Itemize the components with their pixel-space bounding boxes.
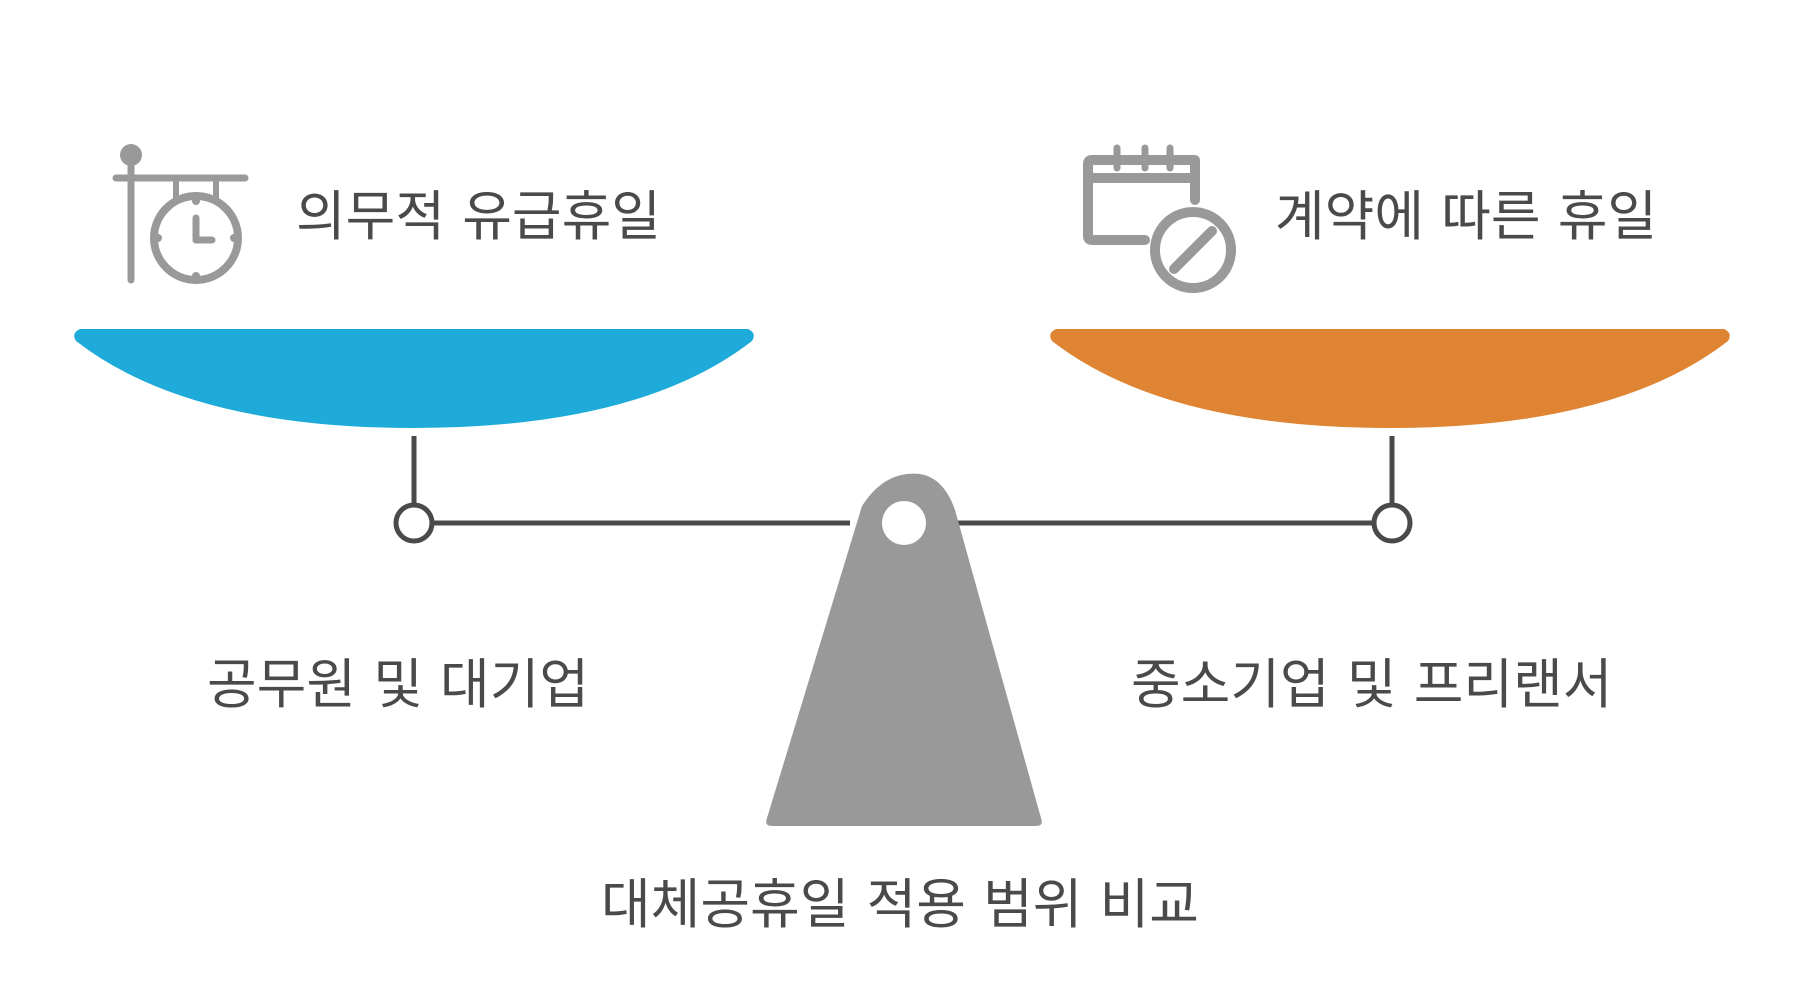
- left-pivot: [393, 502, 435, 544]
- right-pivot: [1371, 502, 1413, 544]
- clock-signpost-icon: [112, 144, 249, 284]
- fulcrum-hole: [882, 501, 926, 545]
- left-side-label: 공무원 및 대기업: [207, 653, 590, 716]
- calendar-cancel-icon: [1083, 144, 1236, 293]
- left-pan-title: 의무적 유급휴일: [296, 185, 661, 248]
- left-pan: [74, 329, 754, 428]
- diagram-title: 대체공휴일 적용 범위 비교: [601, 873, 1199, 936]
- fulcrum: [766, 473, 1042, 826]
- right-side-label: 중소기업 및 프리랜서: [1131, 653, 1613, 716]
- right-pan-title: 계약에 따른 휴일: [1275, 185, 1658, 248]
- right-pan: [1050, 329, 1730, 428]
